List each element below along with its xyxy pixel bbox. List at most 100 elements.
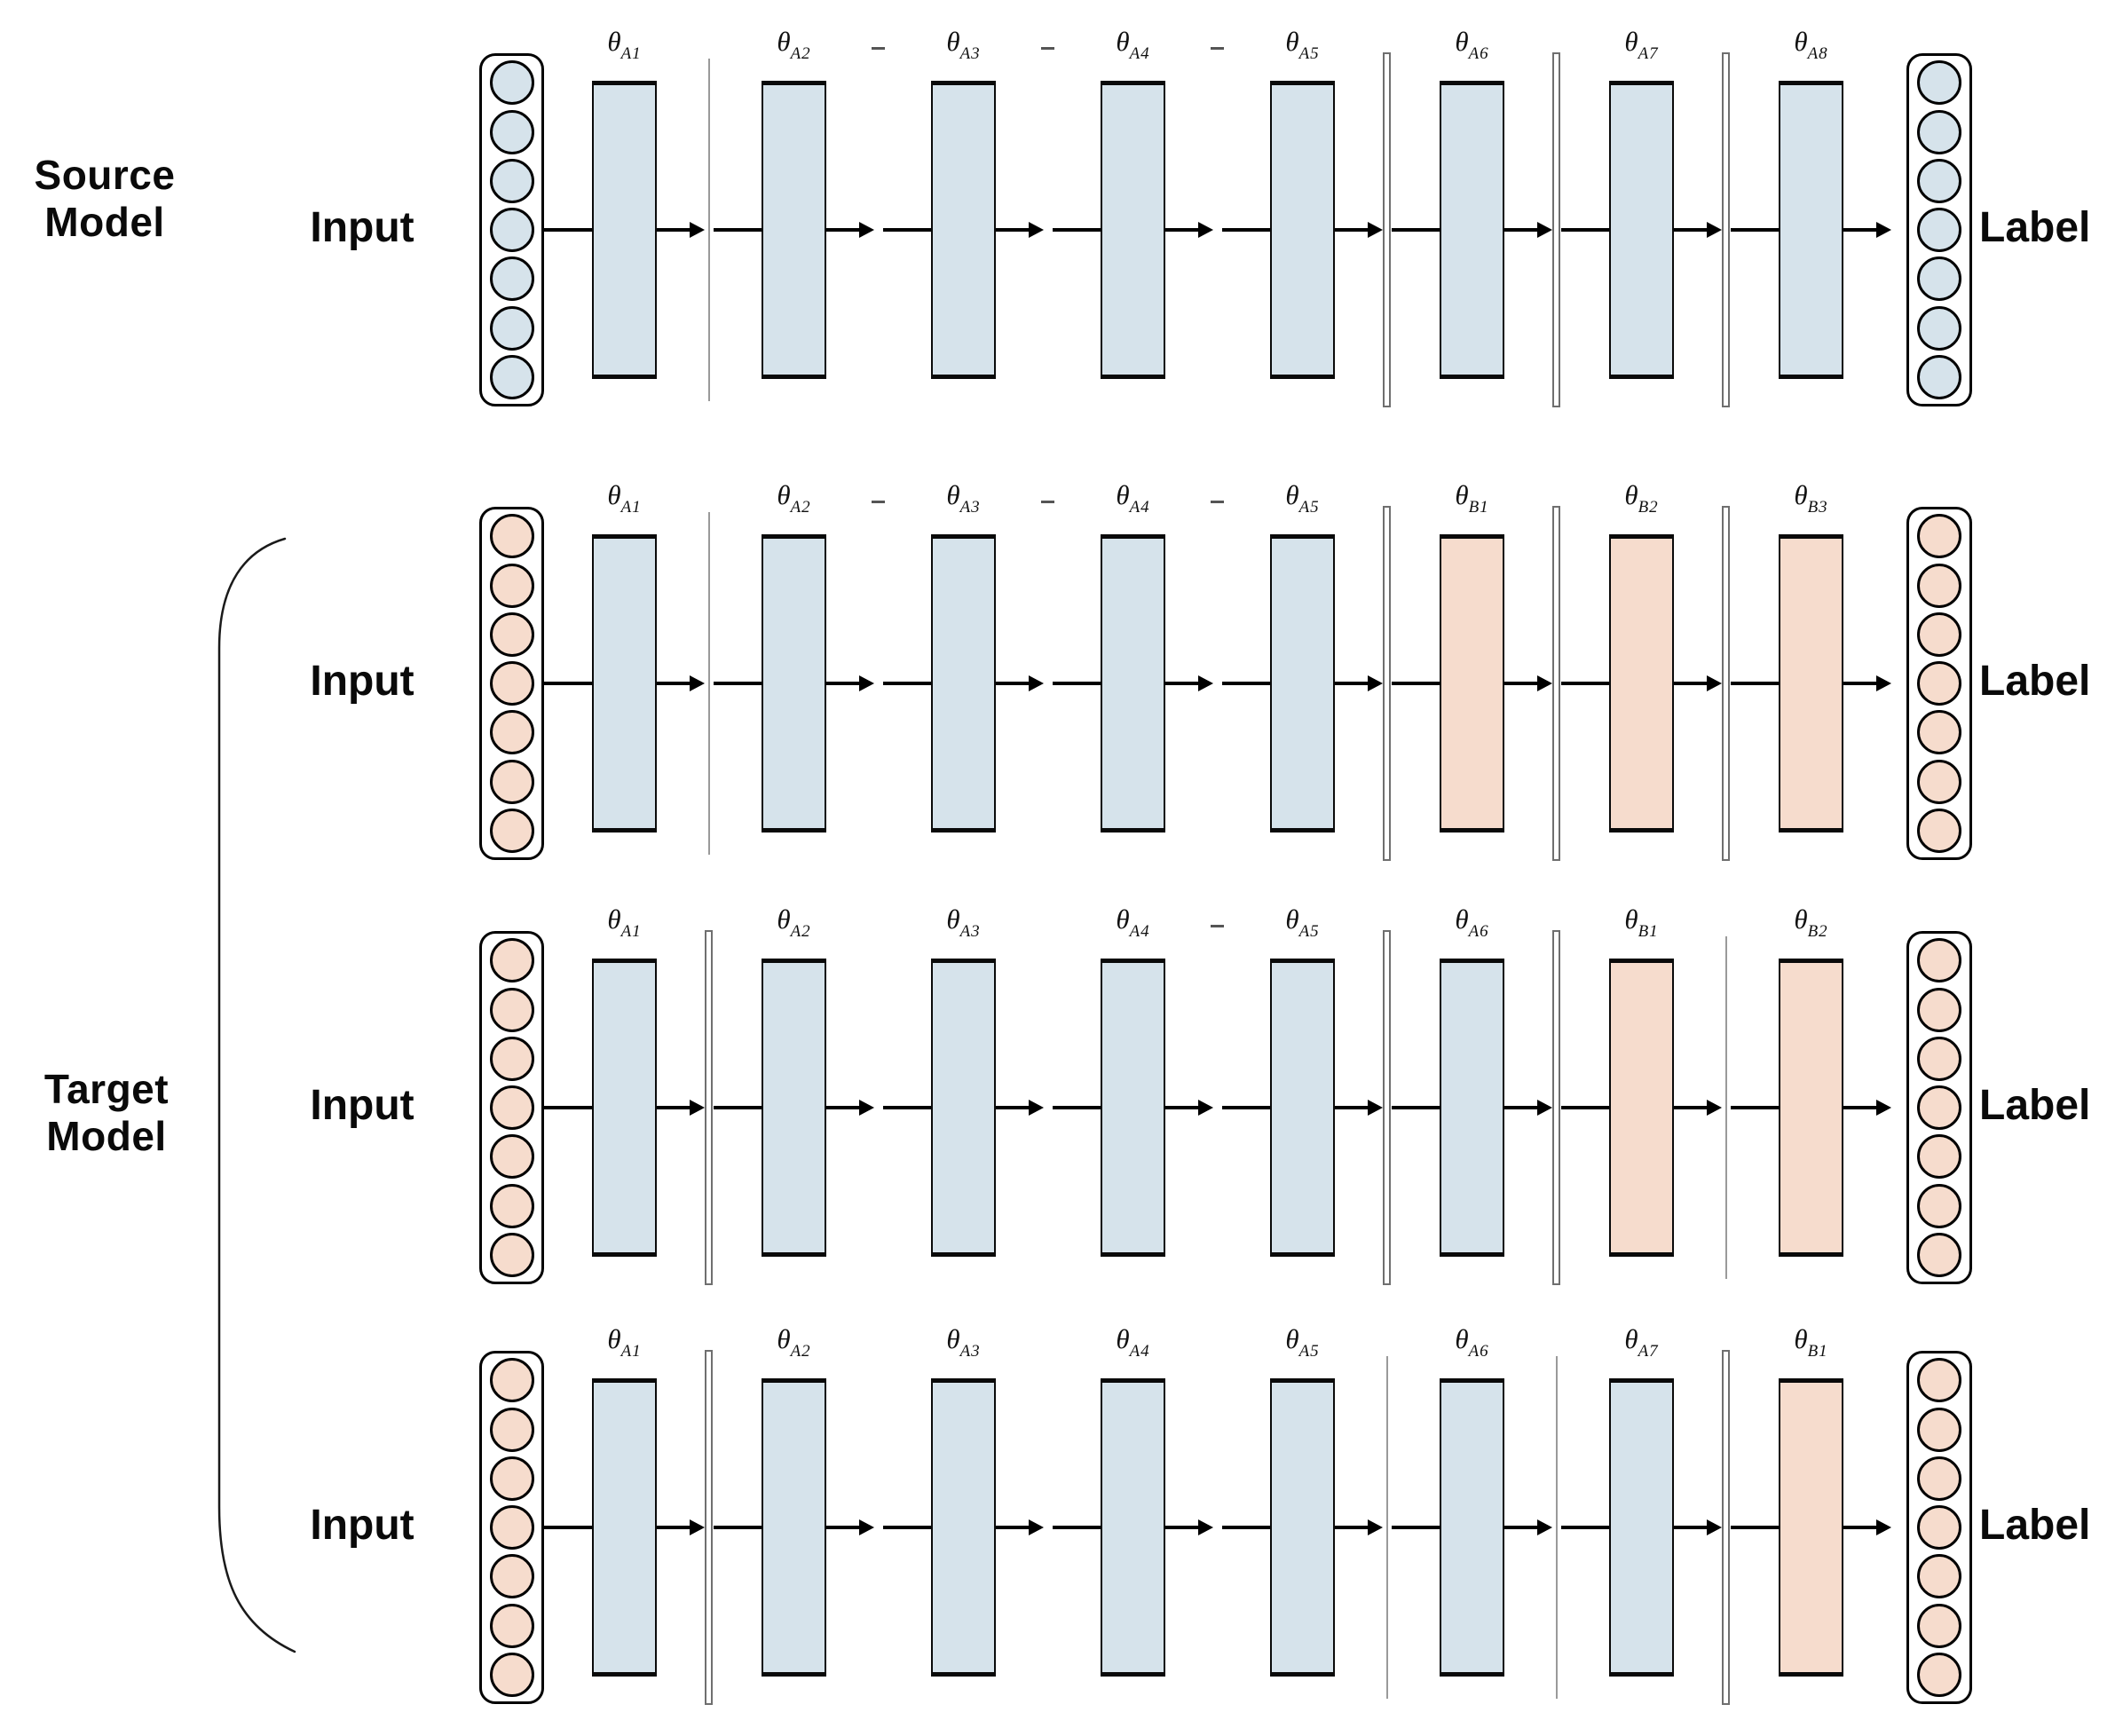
theta-symbol: θ bbox=[777, 904, 791, 935]
label-node bbox=[1917, 305, 1961, 351]
theta-subscript: A7 bbox=[1638, 44, 1659, 63]
layer-separator-dash bbox=[1211, 47, 1224, 50]
target-model-title-line2: Model bbox=[46, 1113, 167, 1159]
theta-symbol: θ bbox=[607, 479, 621, 510]
source-model-title: Source Model bbox=[0, 152, 247, 246]
theta-subscript: A2 bbox=[790, 498, 811, 517]
theta-subscript: B2 bbox=[1638, 498, 1659, 517]
layer-param-label: θA5 bbox=[1250, 26, 1356, 64]
layer-rect-a5 bbox=[1270, 534, 1335, 832]
input-node bbox=[489, 710, 534, 755]
layer-param-label: θA6 bbox=[1419, 1323, 1526, 1361]
theta-symbol: θ bbox=[1794, 1323, 1808, 1354]
label-column bbox=[1906, 1351, 1972, 1704]
layer-param-label: θB3 bbox=[1758, 479, 1865, 517]
theta-symbol: θ bbox=[1455, 904, 1469, 935]
layer-param-label: θA4 bbox=[1080, 26, 1187, 64]
layer-param-label: θB1 bbox=[1758, 1323, 1865, 1361]
theta-subscript: A2 bbox=[790, 44, 811, 63]
layer-param-label: θA2 bbox=[741, 26, 848, 64]
label-column bbox=[1906, 931, 1972, 1284]
input-node bbox=[489, 354, 534, 399]
flow-arrow-head bbox=[859, 1100, 874, 1116]
flow-arrow-head bbox=[1198, 1100, 1213, 1116]
theta-symbol: θ bbox=[946, 904, 960, 935]
theta-subscript: A4 bbox=[1129, 1342, 1150, 1361]
layer-param-label: θA3 bbox=[911, 479, 1017, 517]
flow-arrow-head bbox=[690, 1519, 705, 1535]
theta-subscript: A5 bbox=[1298, 922, 1320, 941]
layer-separator-bar bbox=[705, 1350, 713, 1705]
theta-symbol: θ bbox=[777, 1323, 791, 1354]
theta-subscript: B1 bbox=[1638, 922, 1659, 941]
source-model-title-line2: Model bbox=[44, 199, 165, 245]
output-label: Label bbox=[1979, 204, 2091, 251]
layer-rect-a1 bbox=[592, 81, 657, 379]
input-label: Input bbox=[310, 204, 414, 251]
theta-subscript: A6 bbox=[1468, 44, 1489, 63]
label-node bbox=[1917, 938, 1961, 983]
layer-rect-a6 bbox=[1440, 1378, 1504, 1677]
theta-symbol: θ bbox=[777, 479, 791, 510]
theta-symbol: θ bbox=[1285, 1323, 1299, 1354]
theta-subscript: A4 bbox=[1129, 498, 1150, 517]
flow-arrow-head bbox=[1876, 222, 1891, 238]
flow-arrow-head bbox=[1537, 1100, 1552, 1116]
theta-subscript: A6 bbox=[1468, 1342, 1489, 1361]
label-node bbox=[1917, 1603, 1961, 1648]
flow-arrow-head bbox=[1537, 222, 1552, 238]
input-column bbox=[479, 931, 544, 1284]
label-node bbox=[1917, 808, 1961, 853]
input-node bbox=[489, 109, 534, 154]
output-label: Label bbox=[1979, 1082, 2091, 1129]
flow-arrow-head bbox=[1537, 675, 1552, 691]
input-node bbox=[489, 1407, 534, 1452]
theta-subscript: A4 bbox=[1129, 44, 1150, 63]
layer-rect-a5 bbox=[1270, 1378, 1335, 1677]
flow-arrow-head bbox=[690, 675, 705, 691]
flow-arrow-head bbox=[1707, 1519, 1722, 1535]
theta-subscript: A2 bbox=[790, 1342, 811, 1361]
theta-symbol: θ bbox=[1624, 1323, 1638, 1354]
source-model-title-line1: Source bbox=[34, 152, 176, 198]
layer-param-label: θA7 bbox=[1589, 1323, 1695, 1361]
flow-arrow-head bbox=[690, 222, 705, 238]
input-label: Input bbox=[310, 1082, 414, 1129]
flow-arrow-head bbox=[1876, 1519, 1891, 1535]
theta-symbol: θ bbox=[1624, 26, 1638, 57]
input-node bbox=[489, 1085, 534, 1130]
layer-rect-a4 bbox=[1101, 81, 1165, 379]
input-node bbox=[489, 1554, 534, 1599]
theta-subscript: A3 bbox=[959, 922, 981, 941]
input-node bbox=[489, 1232, 534, 1277]
theta-symbol: θ bbox=[1285, 479, 1299, 510]
flow-arrow-head bbox=[1198, 675, 1213, 691]
layer-rect-b1 bbox=[1609, 959, 1674, 1257]
layer-separator-line bbox=[1556, 1356, 1558, 1699]
layer-separator-bar bbox=[1383, 506, 1391, 861]
input-column bbox=[479, 1351, 544, 1704]
label-node bbox=[1917, 1134, 1961, 1180]
output-label: Label bbox=[1979, 1502, 2091, 1549]
theta-symbol: θ bbox=[1794, 479, 1808, 510]
layer-param-label: θB2 bbox=[1758, 904, 1865, 942]
input-node bbox=[489, 1505, 534, 1550]
layer-param-label: θA6 bbox=[1419, 904, 1526, 942]
layer-separator-bar bbox=[1552, 506, 1560, 861]
layer-separator-dash bbox=[872, 501, 885, 503]
label-node bbox=[1917, 1085, 1961, 1130]
layer-param-label: θA6 bbox=[1419, 26, 1526, 64]
theta-subscript: A8 bbox=[1807, 44, 1828, 63]
input-label: Input bbox=[310, 658, 414, 705]
theta-subscript: A5 bbox=[1298, 44, 1320, 63]
layer-rect-a3 bbox=[931, 959, 996, 1257]
theta-symbol: θ bbox=[1116, 26, 1130, 57]
input-node bbox=[489, 563, 534, 608]
theta-symbol: θ bbox=[1285, 26, 1299, 57]
input-node bbox=[489, 612, 534, 657]
layer-rect-b1 bbox=[1440, 534, 1504, 832]
layer-separator-bar bbox=[1383, 52, 1391, 407]
input-node bbox=[489, 661, 534, 706]
layer-rect-a2 bbox=[762, 1378, 826, 1677]
